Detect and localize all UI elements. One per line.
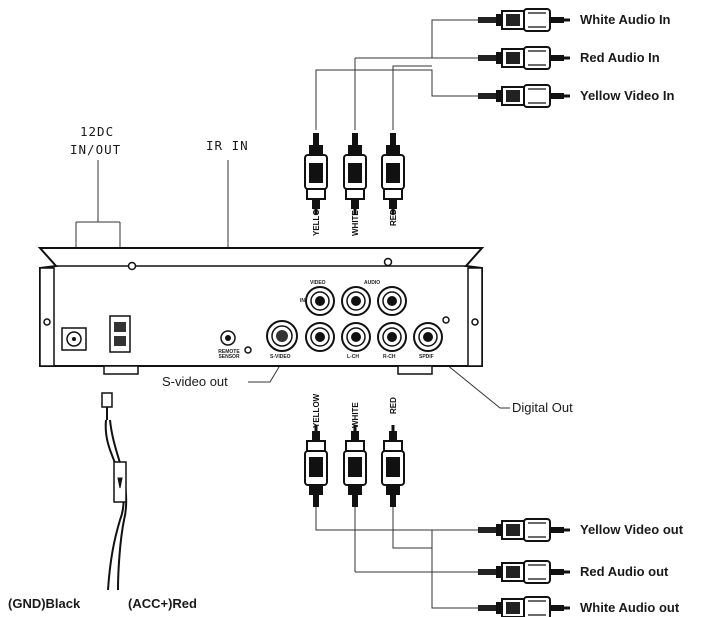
red-audio-out-plug bbox=[477, 560, 571, 584]
power-label-line2: IN/OUT bbox=[70, 142, 122, 157]
power-label-line1: 12DC bbox=[80, 124, 115, 139]
bottom-yellow-plug bbox=[304, 424, 328, 508]
screw-icon bbox=[383, 257, 393, 267]
bottom-white-cable-label: WHITE bbox=[351, 402, 360, 428]
s-video-port bbox=[266, 320, 298, 352]
digital-out-jack bbox=[413, 322, 443, 352]
white-audio-out-label: White Audio out bbox=[580, 600, 680, 615]
panel-rch-label: R-CH bbox=[383, 354, 396, 360]
ir-in-label: IR IN bbox=[206, 138, 249, 153]
dvd-unit-rear-panel bbox=[37, 247, 485, 375]
yellow-video-in-plug bbox=[477, 84, 571, 108]
rca-jack-panel bbox=[305, 286, 443, 352]
yellow-video-out-plug bbox=[477, 518, 571, 542]
s-video-out-label: S-video out bbox=[162, 374, 228, 389]
top-yellow-cable-label: YELLOW bbox=[312, 201, 321, 236]
bottom-red-plug bbox=[381, 424, 405, 508]
white-audio-in-label: White Audio In bbox=[580, 12, 671, 27]
bottom-output-cables bbox=[315, 480, 478, 609]
top-red-cable-label: RED bbox=[389, 209, 398, 226]
audio-out-right-jack bbox=[377, 322, 407, 352]
acc-red-label: (ACC+)Red bbox=[128, 596, 197, 611]
top-red-plug bbox=[381, 132, 405, 216]
yellow-video-in-label: Yellow Video In bbox=[580, 88, 675, 103]
red-audio-out-label: Red Audio out bbox=[580, 564, 669, 579]
panel-in-label: IN bbox=[300, 298, 305, 304]
panel-audio-label: AUDIO bbox=[364, 280, 381, 286]
bottom-yellow-cable-label: YELLOW bbox=[312, 393, 321, 428]
panel-svideo-label: S-VIDEO bbox=[270, 354, 291, 360]
top-white-plug bbox=[343, 132, 367, 216]
terminal-block bbox=[94, 315, 131, 353]
video-out-jack bbox=[305, 322, 335, 352]
red-audio-in-label: Red Audio In bbox=[580, 50, 660, 65]
white-audio-in-plug bbox=[477, 8, 571, 32]
bottom-red-cable-label: RED bbox=[389, 397, 398, 414]
panel-spdif-label: SPDIF bbox=[419, 354, 434, 360]
panel-remote-label: REMOTE SENSOR bbox=[218, 349, 240, 360]
white-audio-out-plug bbox=[477, 596, 571, 617]
audio-in-right-jack bbox=[377, 286, 407, 316]
red-audio-in-plug bbox=[477, 46, 571, 70]
power-jack bbox=[61, 327, 87, 351]
gnd-black-label: (GND)Black bbox=[8, 596, 81, 611]
video-in-jack bbox=[305, 286, 335, 316]
power-harness bbox=[101, 392, 128, 591]
panel-video-label: VIDEO bbox=[310, 280, 326, 286]
digital-out-label: Digital Out bbox=[512, 400, 573, 415]
screw-icon bbox=[127, 261, 137, 271]
ir-sensor-port bbox=[220, 330, 236, 346]
audio-out-left-jack bbox=[341, 322, 371, 352]
top-input-cables bbox=[315, 19, 478, 130]
panel-lch-label: L-CH bbox=[347, 354, 359, 360]
top-white-cable-label: WHITE bbox=[351, 210, 360, 236]
audio-in-left-jack bbox=[341, 286, 371, 316]
bottom-white-plug bbox=[343, 424, 367, 508]
yellow-video-out-label: Yellow Video out bbox=[580, 522, 684, 537]
